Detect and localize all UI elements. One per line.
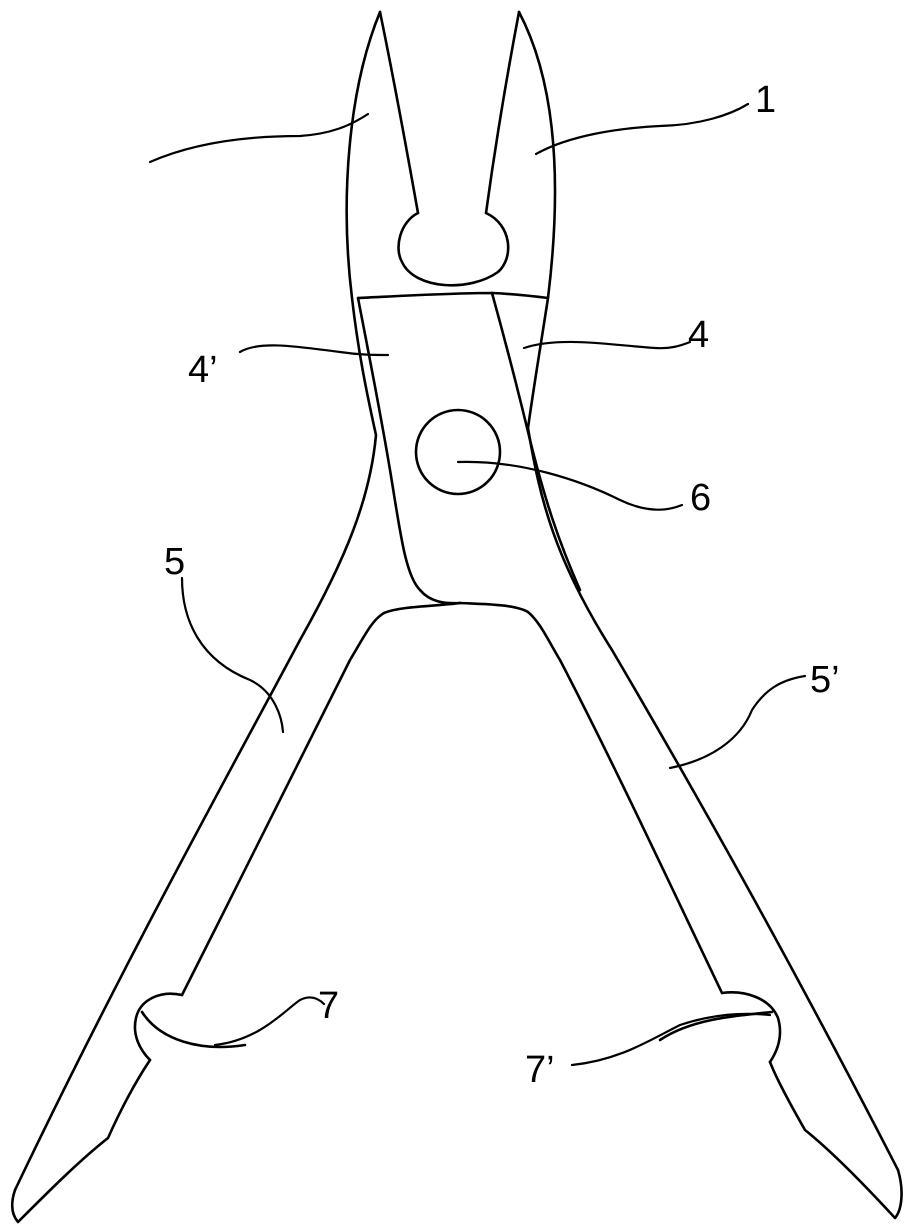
handle-crotch-right [460, 603, 722, 993]
label-pivot-6: 6 [690, 477, 711, 519]
right-jaw-inner-edge [486, 12, 519, 213]
label-grip-7prime: 7’ [525, 1049, 555, 1091]
leader-grip-7prime [572, 1014, 770, 1065]
label-grip-7: 7 [318, 985, 339, 1027]
label-head-4: 4 [688, 314, 709, 356]
jaw-cavity [399, 213, 509, 285]
head-inner-right-edge [492, 293, 580, 590]
pivot-circle [416, 410, 500, 494]
label-handle-5: 5 [164, 541, 185, 583]
head-top-line [358, 293, 548, 298]
leader-head-4prime [240, 345, 388, 355]
leader-grip-7 [215, 997, 324, 1045]
leader-handle-5prime [670, 676, 805, 768]
left-jaw-inner-edge [380, 12, 418, 213]
label-handle-5prime: 5’ [810, 659, 840, 701]
leader-unlabeled-jaw [150, 114, 368, 162]
leader-pivot-6 [458, 462, 682, 510]
left-handle-tip [12, 1060, 150, 1222]
left-grip-bump [135, 994, 182, 1060]
label-head-4prime: 4’ [188, 349, 218, 391]
leader-head-4 [524, 342, 690, 348]
label-jaw-1: 1 [755, 79, 776, 121]
right-grip-bump [722, 992, 780, 1062]
leader-handle-5 [182, 578, 283, 732]
handle-crotch [182, 603, 460, 995]
right-jaw-outer-edge [519, 12, 898, 1170]
leader-jaw-1 [536, 104, 748, 154]
